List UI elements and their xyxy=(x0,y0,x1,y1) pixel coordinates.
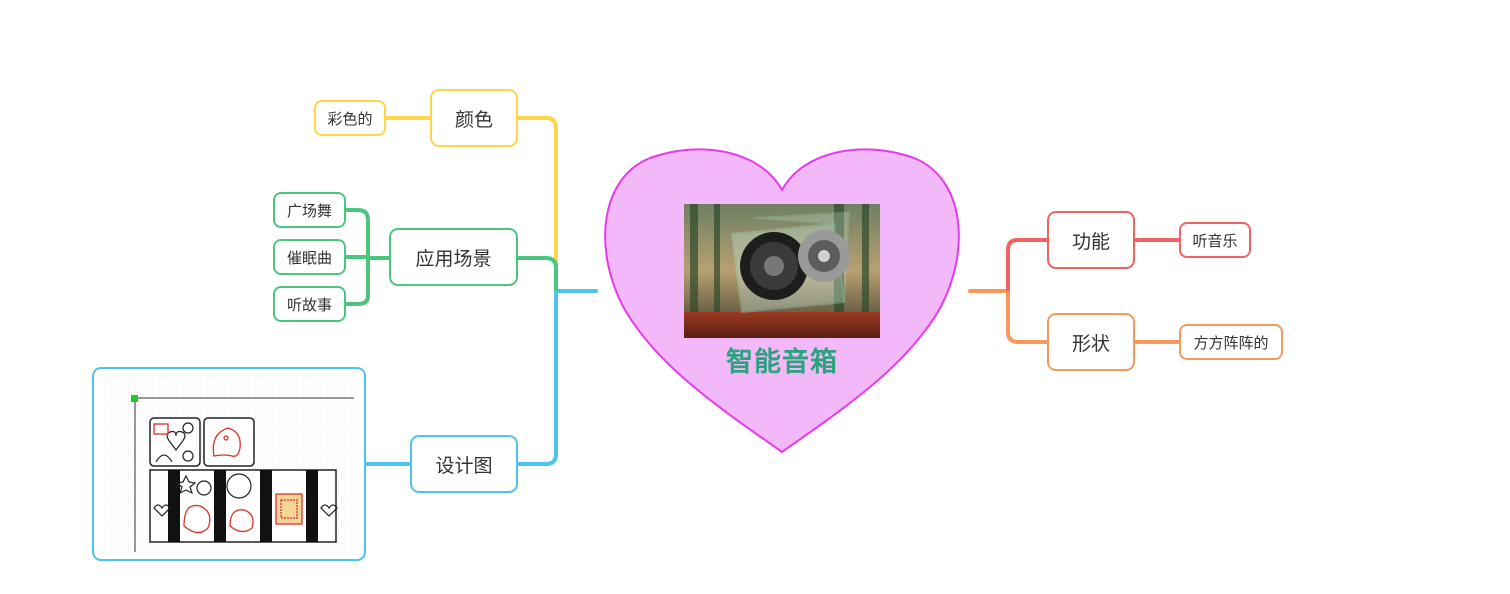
node-function[interactable]: 功能 xyxy=(1047,211,1135,269)
node-shape-label: 形状 xyxy=(1071,332,1110,355)
node-color-child-1[interactable]: 彩色的 xyxy=(314,100,386,136)
speaker-photo xyxy=(684,204,880,338)
connector-scenes-children xyxy=(346,208,390,306)
node-function-child-1[interactable]: 听音乐 xyxy=(1179,222,1251,258)
node-scenes-child-2-label: 催眠曲 xyxy=(286,248,332,267)
design-drawing-image xyxy=(104,376,356,552)
connector-to-scenes xyxy=(518,256,558,291)
node-color-child-1-label: 彩色的 xyxy=(327,109,373,128)
connector-to-color xyxy=(518,116,558,291)
node-scenes-child-3-label: 听故事 xyxy=(286,295,332,314)
node-shape[interactable]: 形状 xyxy=(1047,313,1135,371)
connector-to-design xyxy=(518,291,558,466)
node-scenes-child-2[interactable]: 催眠曲 xyxy=(273,239,346,275)
node-function-label: 功能 xyxy=(1071,230,1110,253)
node-design[interactable]: 设计图 xyxy=(410,435,518,493)
node-scenes-child-1-label: 广场舞 xyxy=(286,201,332,220)
node-shape-child-1-label: 方方阵阵的 xyxy=(1193,333,1269,352)
node-color[interactable]: 颜色 xyxy=(430,89,518,147)
connector-to-shape xyxy=(1006,291,1048,344)
node-scenes[interactable]: 应用场景 xyxy=(389,228,518,286)
node-function-child-1-label: 听音乐 xyxy=(1192,231,1238,250)
node-color-label: 颜色 xyxy=(454,108,493,131)
node-scenes-child-1[interactable]: 广场舞 xyxy=(273,192,346,228)
node-scenes-label: 应用场景 xyxy=(415,247,492,270)
connector-to-function xyxy=(1006,238,1048,291)
center-title[interactable]: 智能音箱 xyxy=(726,347,838,378)
node-scenes-child-3[interactable]: 听故事 xyxy=(273,286,346,322)
node-shape-child-1[interactable]: 方方阵阵的 xyxy=(1179,324,1283,360)
node-design-label: 设计图 xyxy=(435,454,493,477)
